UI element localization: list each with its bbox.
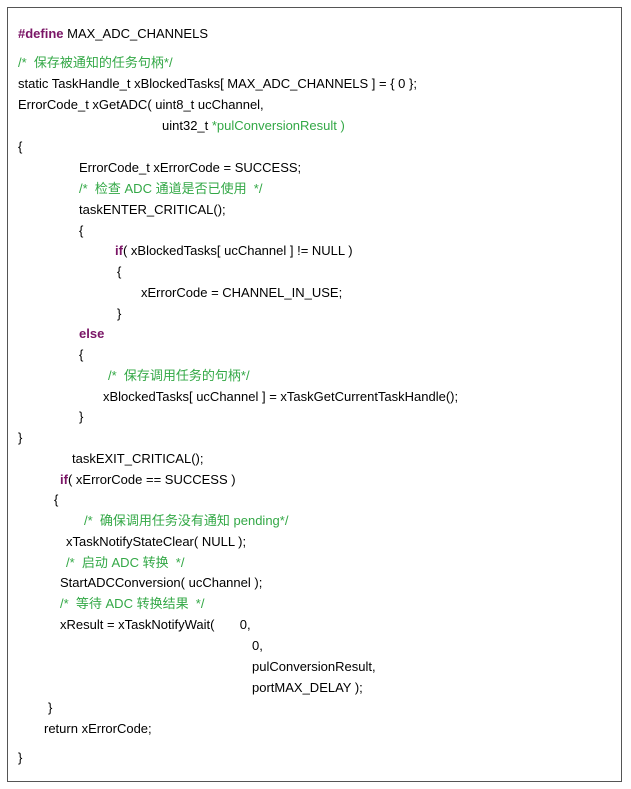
code-text: taskENTER_CRITICAL(); <box>79 202 226 217</box>
code-text: ( xBlockedTasks[ ucChannel ] != NULL ) <box>122 243 353 258</box>
code-line-32: portMAX_DELAY ); <box>252 680 363 696</box>
code-line-19: } <box>79 409 83 425</box>
keyword: if <box>60 472 68 487</box>
code-text: } <box>18 430 23 445</box>
code-line-25: xTaskNotifyStateClear( NULL ); <box>66 534 246 550</box>
code-text: } <box>117 306 122 321</box>
comment: /* 保存调用任务的句柄*/ <box>108 368 250 383</box>
code-line-10: { <box>79 223 83 239</box>
code-line-5: uint32_t *pulConversionResult ) <box>162 118 345 134</box>
keyword: else <box>79 326 105 341</box>
code-text: xResult = xTaskNotifyWait( 0, <box>60 617 251 632</box>
code-line-18: xBlockedTasks[ ucChannel ] = xTaskGetCur… <box>103 389 458 405</box>
code-text: uint32_t <box>162 118 212 133</box>
comment: /* 检查 ADC 通道是否已使用 */ <box>79 181 263 196</box>
code-line-12: { <box>117 264 121 280</box>
code-line-21: taskEXIT_CRITICAL(); <box>72 451 203 467</box>
code-line-6: { <box>18 139 22 155</box>
code-listing-frame <box>7 7 622 782</box>
code-line-14: } <box>117 306 121 322</box>
code-text: } <box>79 409 84 424</box>
code-line-2: /* 保存被通知的任务句柄*/ <box>18 55 173 71</box>
comment: /* 启动 ADC 转换 */ <box>66 555 185 570</box>
code-line-3: static TaskHandle_t xBlockedTasks[ MAX_A… <box>18 76 417 92</box>
keyword: #define <box>18 26 64 41</box>
code-line-28: /* 等待 ADC 转换结果 */ <box>60 596 204 612</box>
code-text: { <box>79 223 84 238</box>
code-text: ( xErrorCode == SUCCESS ) <box>67 472 236 487</box>
code-line-34: return xErrorCode; <box>44 721 152 737</box>
code-line-11: if( xBlockedTasks[ ucChannel ] != NULL ) <box>115 243 353 259</box>
keyword: if <box>115 243 123 258</box>
code-line-17: /* 保存调用任务的句柄*/ <box>108 368 250 384</box>
code-line-20: } <box>18 430 22 446</box>
code-text: } <box>18 750 23 765</box>
code-line-8: /* 检查 ADC 通道是否已使用 */ <box>79 181 262 197</box>
code-text: ErrorCode_t xErrorCode = SUCCESS; <box>79 160 302 175</box>
comment: /* 保存被通知的任务句柄*/ <box>18 55 173 70</box>
code-line-9: taskENTER_CRITICAL(); <box>79 202 226 218</box>
code-text: taskEXIT_CRITICAL(); <box>72 451 204 466</box>
code-text: } <box>48 700 53 715</box>
code-line-30: 0, <box>252 638 263 654</box>
code-line-23: { <box>54 492 58 508</box>
code-text: { <box>18 139 23 154</box>
code-line-22: if( xErrorCode == SUCCESS ) <box>60 472 236 488</box>
code-text: xBlockedTasks[ ucChannel ] = xTaskGetCur… <box>103 389 459 404</box>
code-text: 0, <box>252 638 263 653</box>
code-text: static TaskHandle_t xBlockedTasks[ MAX_A… <box>18 76 417 91</box>
code-line-27: StartADCConversion( ucChannel ); <box>60 575 262 591</box>
code-line-4: ErrorCode_t xGetADC( uint8_t ucChannel, <box>18 97 264 113</box>
comment: /* 确保调用任务没有通知 pending*/ <box>84 513 289 528</box>
code-line-7: ErrorCode_t xErrorCode = SUCCESS; <box>79 160 301 176</box>
code-line-26: /* 启动 ADC 转换 */ <box>66 555 184 571</box>
code-line-15: else <box>79 326 104 342</box>
code-line-1: #define MAX_ADC_CHANNELS <box>18 26 208 42</box>
code-line-29: xResult = xTaskNotifyWait( 0, <box>60 617 251 633</box>
code-text: StartADCConversion( ucChannel ); <box>60 575 263 590</box>
code-line-35: } <box>18 750 22 766</box>
code-line-16: { <box>79 347 83 363</box>
code-text: xTaskNotifyStateClear( NULL ); <box>66 534 247 549</box>
code-text: { <box>79 347 84 362</box>
code-line-13: xErrorCode = CHANNEL_IN_USE; <box>141 285 342 301</box>
code-line-33: } <box>48 700 52 716</box>
code-text: ErrorCode_t xGetADC( uint8_t ucChannel, <box>18 97 264 112</box>
code-text: portMAX_DELAY ); <box>252 680 363 695</box>
comment: /* 等待 ADC 转换结果 */ <box>60 596 205 611</box>
code-text: pulConversionResult, <box>252 659 376 674</box>
comment: *pulConversionResult ) <box>211 118 345 133</box>
code-line-24: /* 确保调用任务没有通知 pending*/ <box>84 513 288 529</box>
code-text: MAX_ADC_CHANNELS <box>63 26 209 41</box>
code-text: { <box>117 264 122 279</box>
code-line-31: pulConversionResult, <box>252 659 376 675</box>
code-text: xErrorCode = CHANNEL_IN_USE; <box>141 285 343 300</box>
code-text: return xErrorCode; <box>44 721 152 736</box>
code-text: { <box>54 492 59 507</box>
